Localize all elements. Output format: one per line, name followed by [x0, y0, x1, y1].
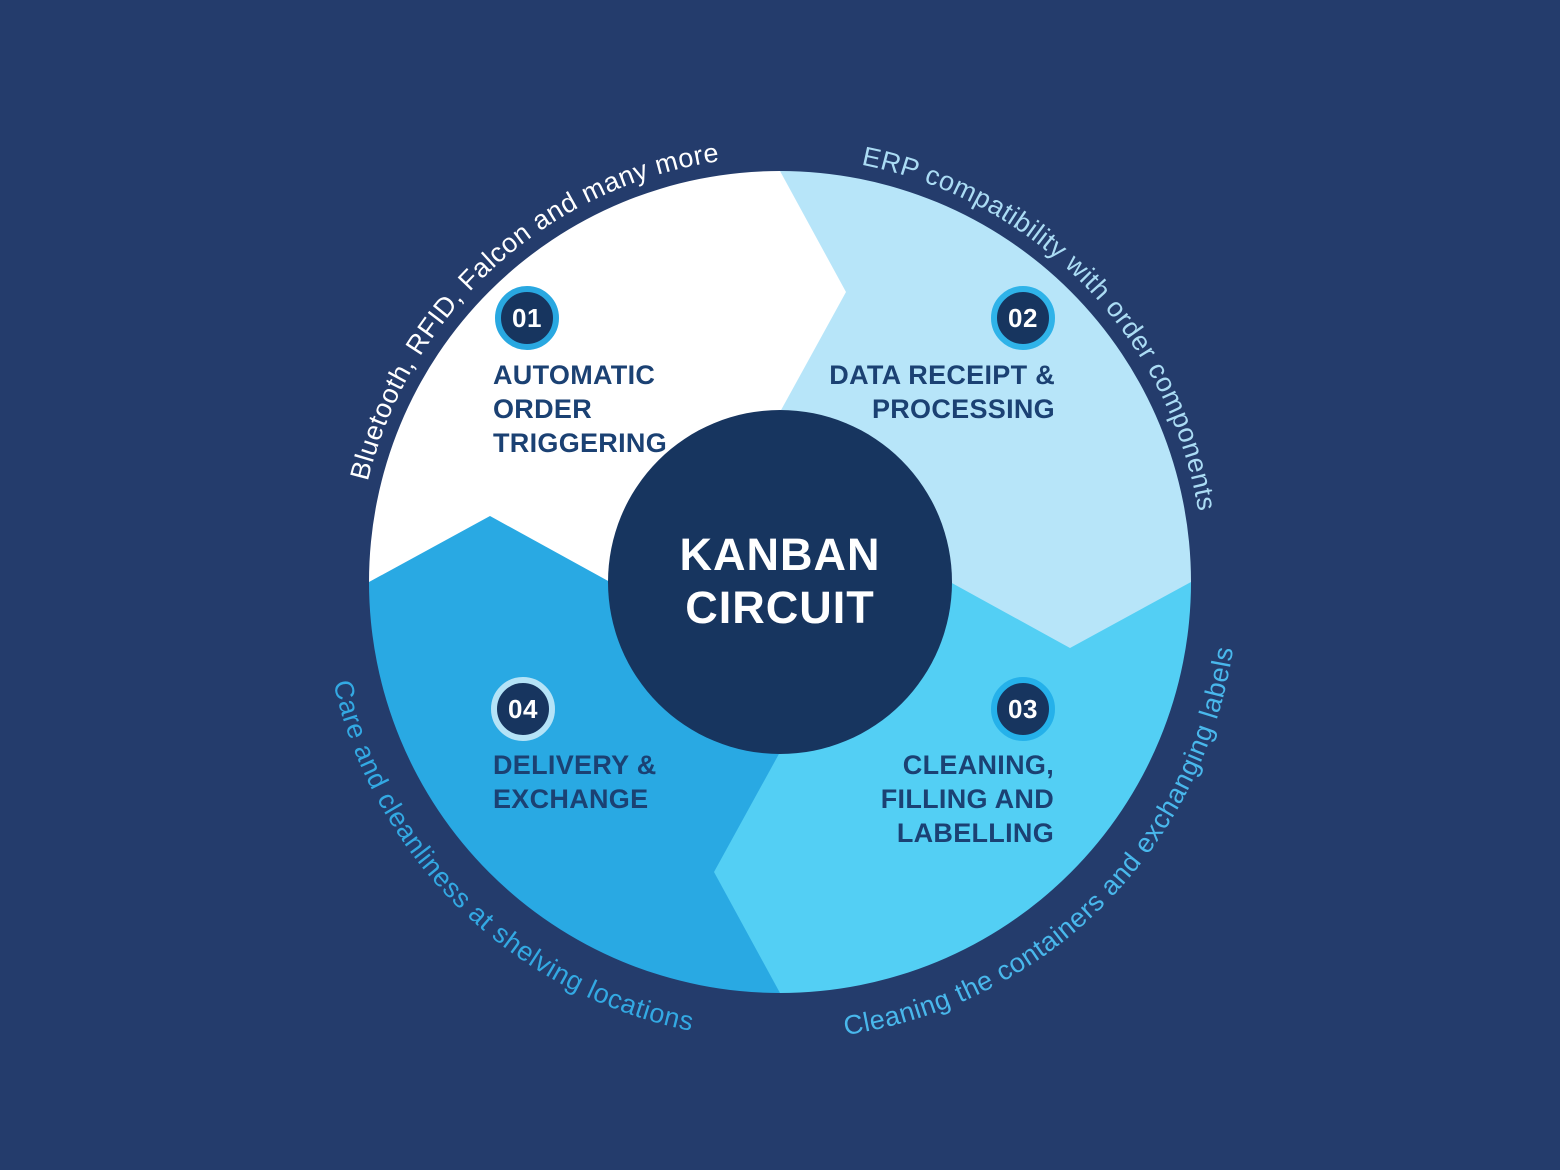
step-badge-4: 04: [491, 677, 555, 741]
step-badge-4-number: 04: [508, 693, 538, 724]
step-title-1: AUTOMATIC ORDER TRIGGERING: [493, 360, 668, 458]
quadrant-2-arrow: [950, 582, 1191, 648]
step-title-2: DATA RECEIPT & PROCESSING: [829, 360, 1055, 424]
quadrant-4-shape: [369, 582, 780, 993]
step-title-4: DELIVERY & EXCHANGE: [493, 750, 657, 814]
step-title-3: CLEANING, FILLING AND LABELLING: [880, 750, 1054, 848]
step-badge-2-number: 02: [1008, 302, 1038, 333]
quadrant-4-arrow: [369, 516, 610, 582]
quadrant-2-shape: [780, 171, 1191, 582]
center-circle: [608, 410, 952, 754]
step-badge-2: 02: [991, 286, 1055, 350]
center-title: KANBAN CIRCUIT: [679, 529, 881, 633]
step-badge-1-number: 01: [512, 302, 542, 333]
quadrant-3-shape: [780, 582, 1191, 993]
quadrant-3-arrow: [714, 752, 780, 993]
quadrant-1-shape: [369, 171, 780, 582]
step-badge-3: 03: [991, 677, 1055, 741]
step-badge-1: 01: [495, 286, 559, 350]
quadrant-1-arrow: [780, 171, 846, 412]
step-badge-3-number: 03: [1008, 693, 1038, 724]
